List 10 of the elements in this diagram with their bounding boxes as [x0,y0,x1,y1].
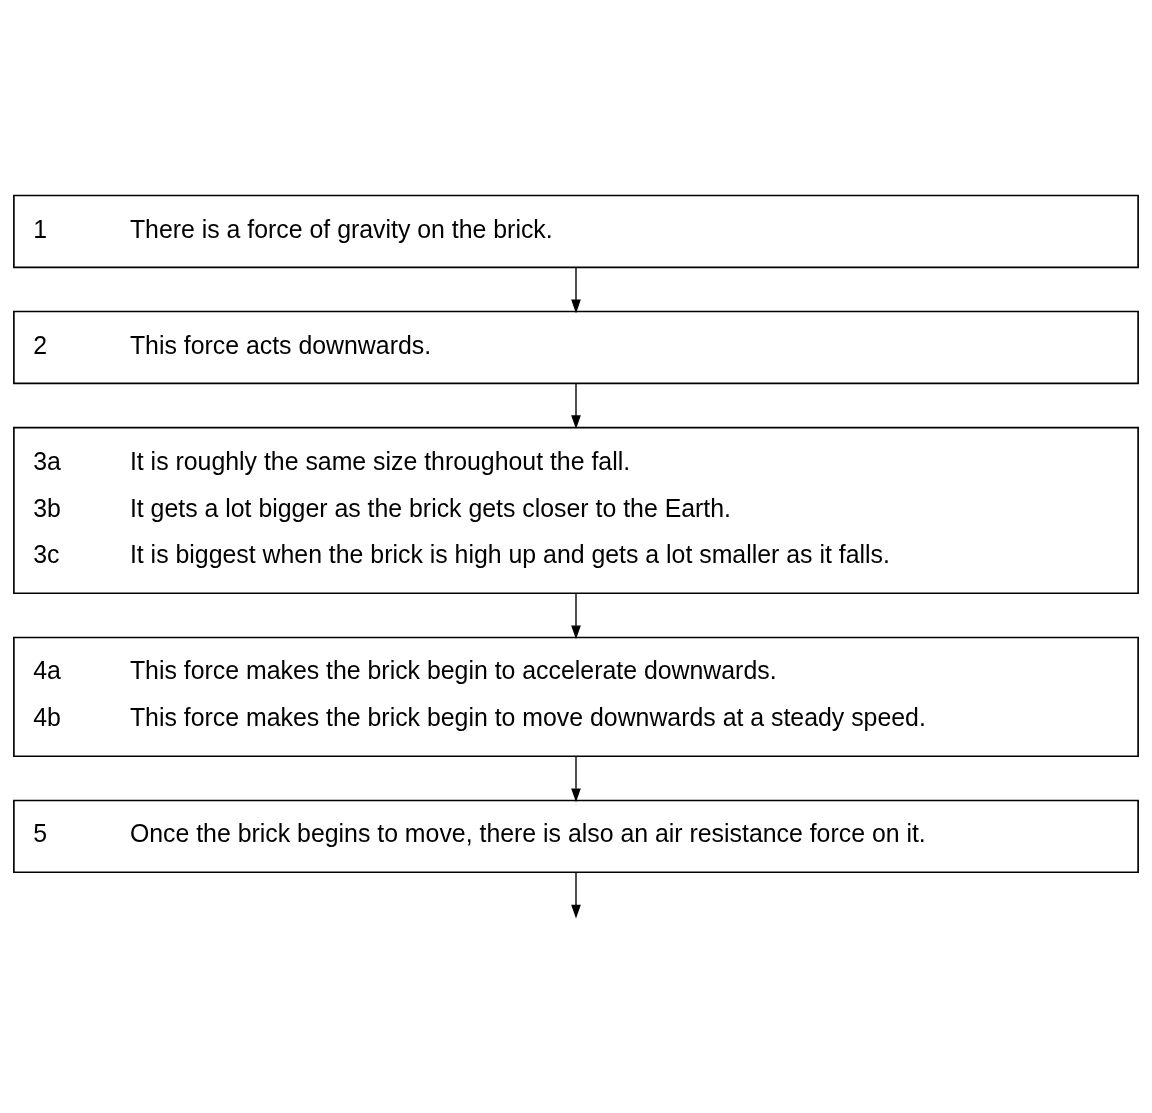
arrow [571,382,581,430]
arrow [571,755,581,803]
node-box: 1 There is a force of gravity on the brick. [13,194,1139,269]
arrow [571,266,581,314]
node-box: 5 Once the brick begins to move, there is also an air resistance force on it. [13,799,1139,874]
arrow [571,871,581,919]
node-box: 2 This force acts downwards. [13,310,1139,385]
arrow [571,592,581,640]
node-box: 4a This force makes the brick begin to accelerate downwards. 4b This force makes the brick begin to move downwards at a steady speed. [13,636,1139,758]
node-box: 3a It is roughly the same size throughout the fall. 3b It gets a lot bigger as the brick gets closer to the Earth. 3c It is biggest when the brick is high up and gets a lot smaller as it falls. [13,426,1139,595]
